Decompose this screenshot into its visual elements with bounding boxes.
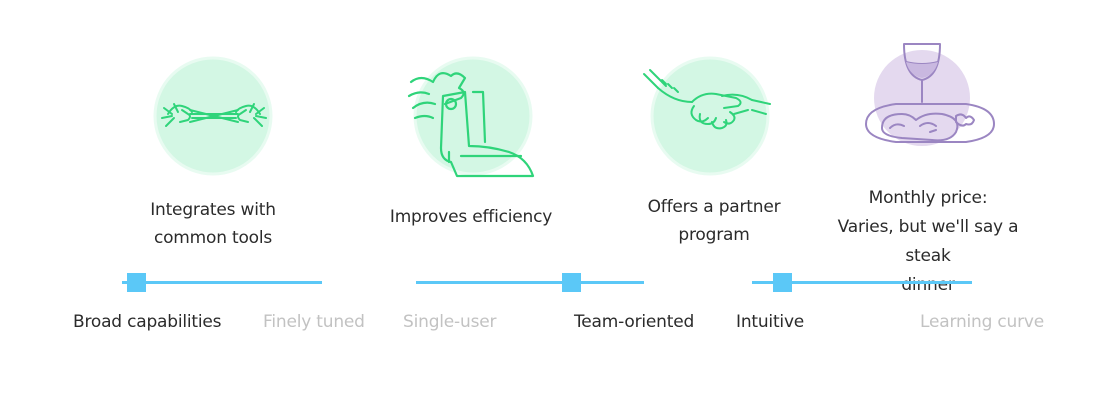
- feature-label-integrates: Integrates with common tools: [133, 196, 293, 252]
- slider-track: [416, 281, 644, 284]
- feature-line: dinner: [901, 275, 955, 295]
- scale-right-label: Finely tuned: [263, 312, 365, 332]
- feature-label-partner: Offers a partner program: [630, 193, 798, 249]
- scale-left-label: Single-user: [403, 312, 497, 332]
- winged-boot-icon: [407, 56, 535, 178]
- handshake-icon: [643, 56, 771, 176]
- slider-thumb[interactable]: [561, 273, 581, 292]
- steak-dinner-icon: [865, 43, 995, 146]
- feature-line: common tools: [153, 228, 273, 248]
- feature-line: Varies, but we'll say a steak: [837, 217, 1019, 266]
- slider-thumb[interactable]: [126, 273, 146, 292]
- slider-thumb[interactable]: [773, 273, 793, 292]
- slider-track: [752, 281, 972, 284]
- scale-right-label: Learning curve: [920, 312, 1045, 332]
- feature-label-efficiency: Improves efficiency: [386, 203, 556, 231]
- hands-connecting-icon: [153, 56, 273, 176]
- slider-track: [122, 281, 322, 284]
- scale-right-label: Team-oriented: [574, 312, 695, 332]
- feature-line: Improves efficiency: [389, 207, 553, 227]
- feature-line: Offers a partner: [647, 197, 781, 217]
- feature-line: Monthly price:: [868, 188, 988, 208]
- scale-left-label: Intuitive: [736, 312, 805, 332]
- feature-label-price: Monthly price: Varies, but we'll say a s…: [818, 184, 1038, 300]
- scale-left-label: Broad capabilities: [73, 312, 222, 332]
- feature-line: program: [678, 225, 750, 245]
- feature-line: Integrates with: [150, 200, 276, 220]
